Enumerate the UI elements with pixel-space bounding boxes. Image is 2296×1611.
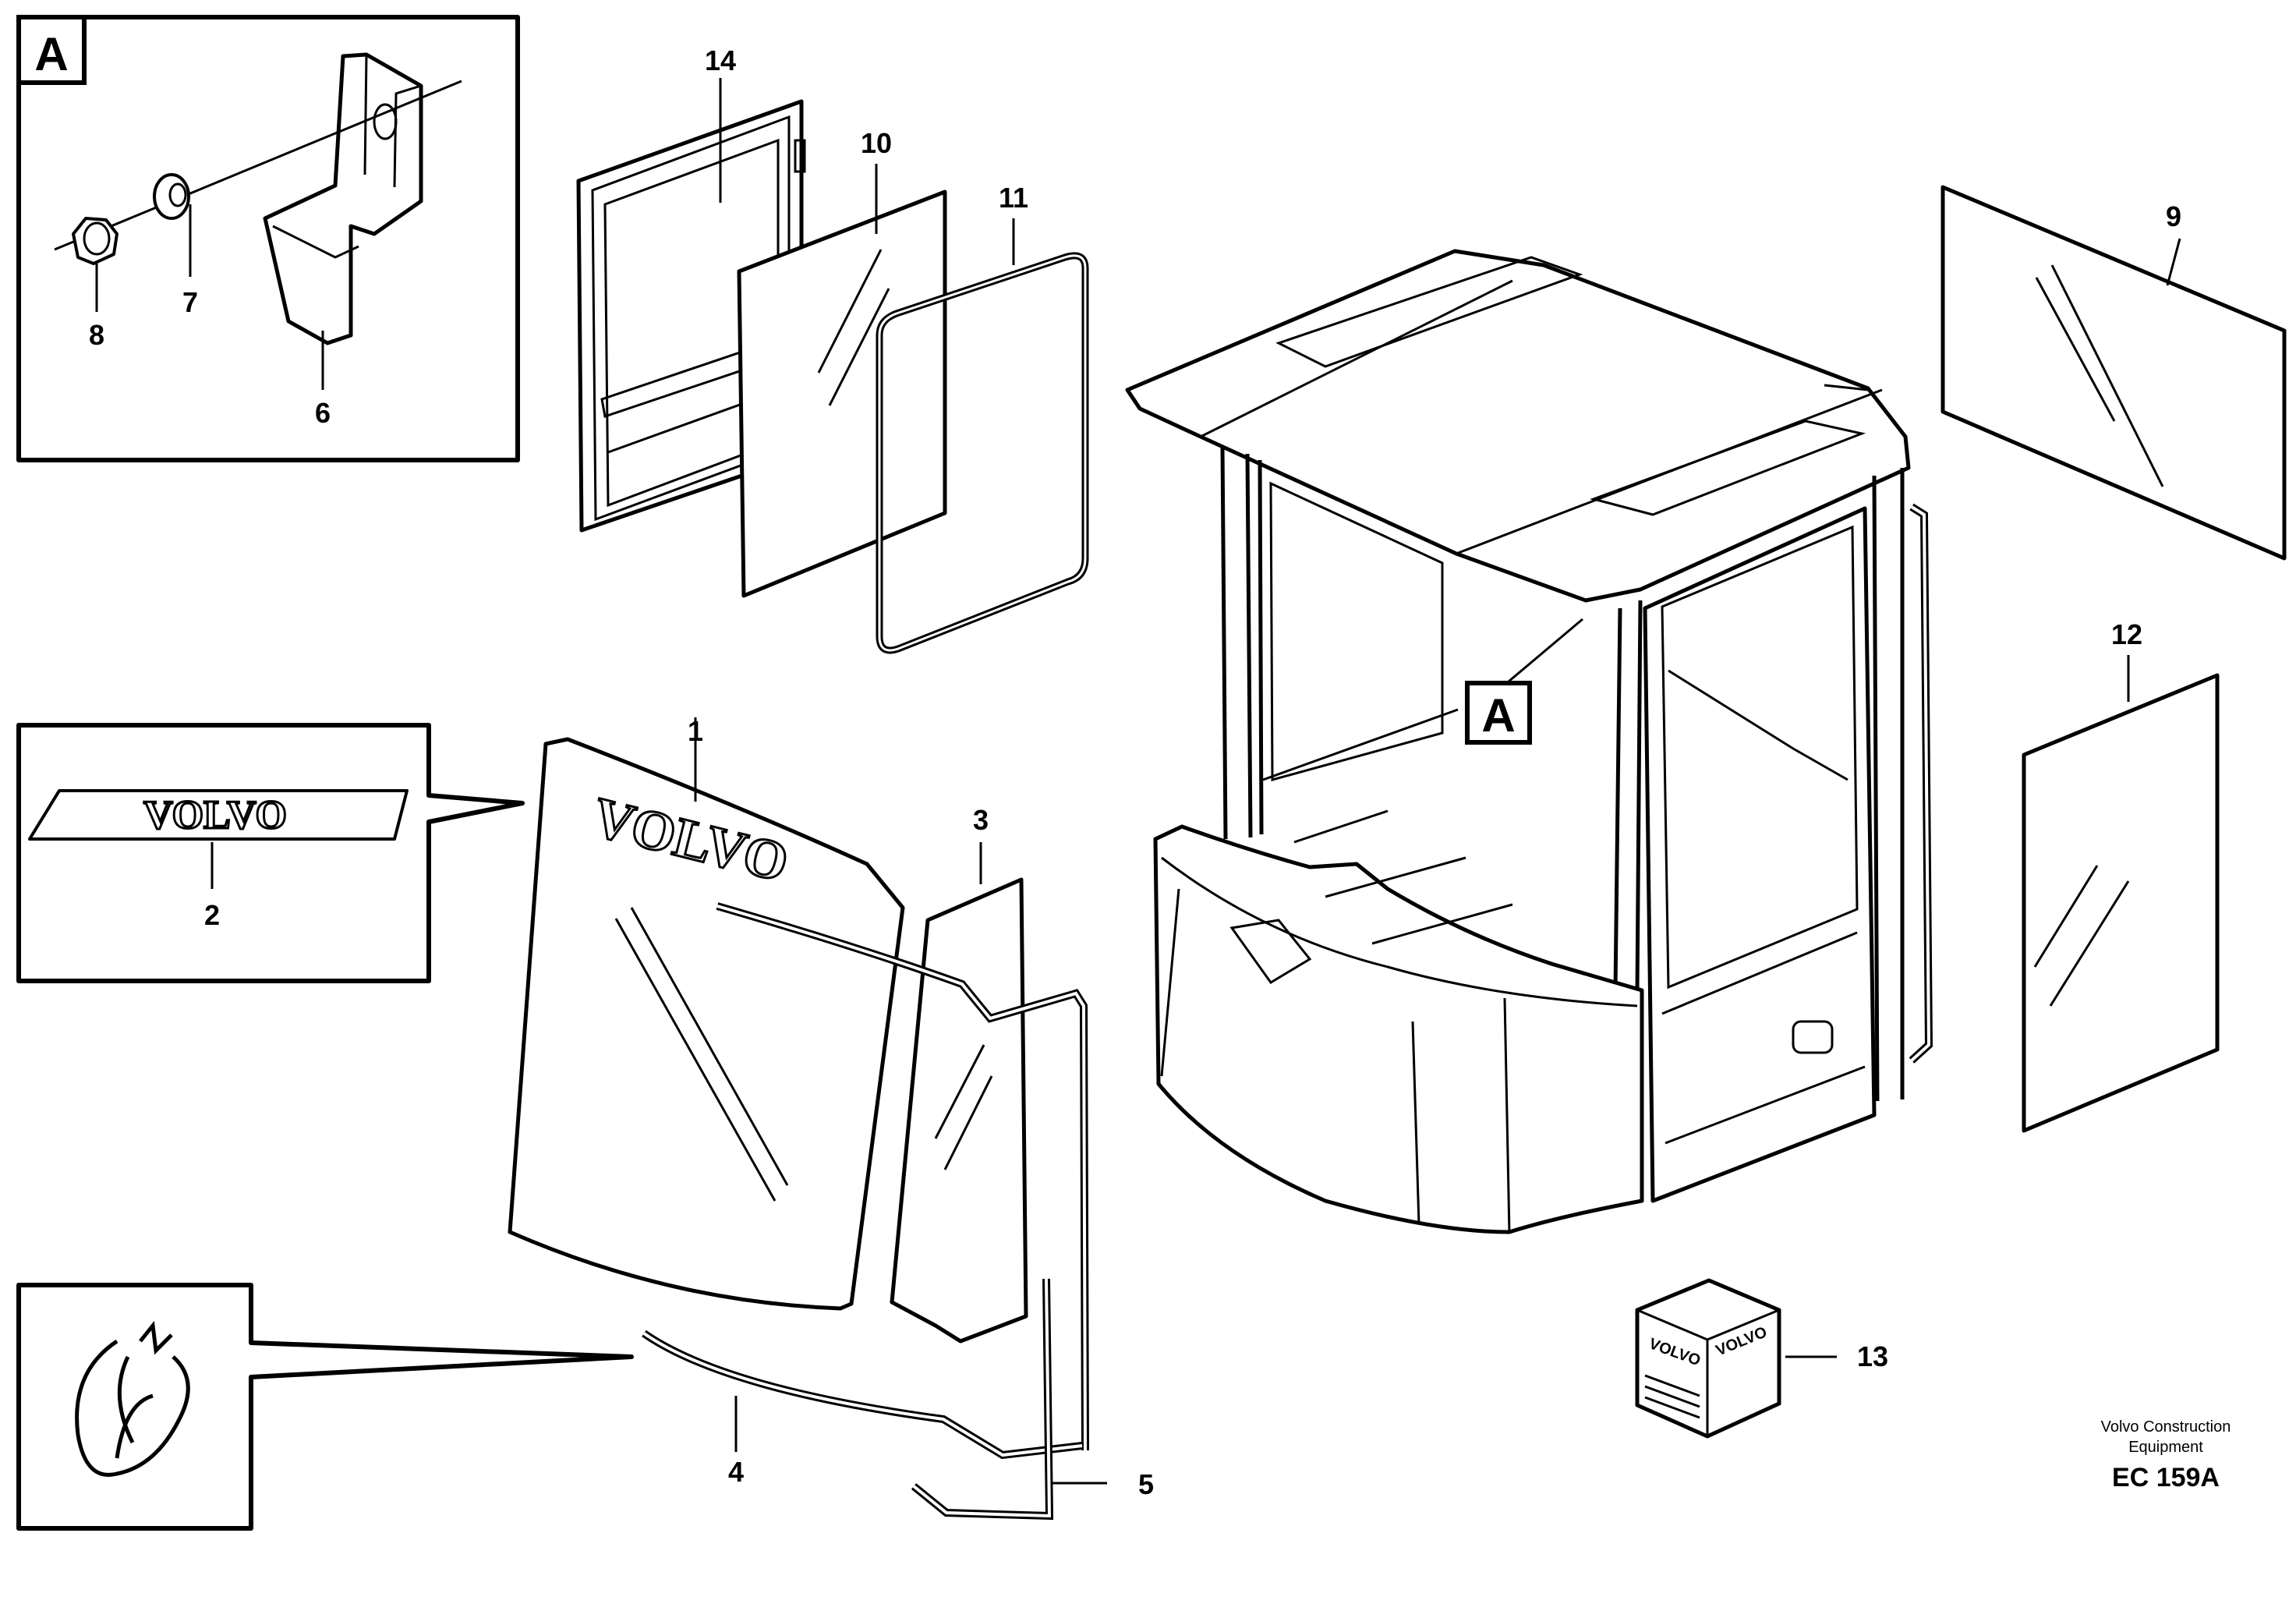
cab-icon: A — [1125, 249, 1933, 1234]
cab-detail-marker: A — [1481, 689, 1515, 742]
callout-9: 9 — [2166, 200, 2181, 232]
seal-strip-5: 5 — [911, 1278, 1154, 1521]
callout-12: 12 — [2111, 618, 2142, 650]
bracket-icon — [263, 52, 423, 345]
callout-5: 5 — [1138, 1468, 1154, 1500]
decal-logo-text: VOLVO — [143, 793, 287, 837]
windshield-1: VOLVO 1 — [508, 715, 905, 1311]
seal-11: 11 — [876, 182, 1089, 654]
callout-10: 10 — [861, 127, 892, 159]
warning-sticker-panel — [16, 1283, 634, 1531]
glass-9: 9 — [1940, 185, 2287, 561]
washer-icon — [153, 173, 190, 220]
seal-4: 4 — [642, 1330, 1083, 1488]
glue-box-icon: VOLVO VOLVO 13 — [1635, 1278, 1888, 1439]
detail-a-panel: A 7 8 6 — [16, 15, 520, 462]
warning-sticker-icon — [75, 1320, 190, 1477]
detail-a-letter: A — [34, 28, 68, 80]
callout-14: 14 — [705, 44, 736, 76]
callout-11: 11 — [999, 182, 1028, 214]
footer: Volvo Construction Equipment EC 159A — [2101, 1418, 2231, 1492]
callout-4: 4 — [728, 1456, 744, 1488]
callout-8: 8 — [89, 319, 104, 351]
diagram-code: EC 159A — [2112, 1463, 2220, 1492]
footer-line1: Volvo Construction — [2101, 1418, 2231, 1436]
callout-2: 2 — [204, 899, 220, 931]
side-glass-3: 3 — [890, 804, 1028, 1344]
volvo-decal-panel: VOLVO 2 — [16, 723, 525, 983]
nut-icon — [72, 217, 119, 265]
callout-7: 7 — [182, 286, 198, 318]
glass-12: 12 — [2022, 618, 2220, 1133]
callout-3: 3 — [973, 804, 989, 836]
glass-10: 10 — [737, 127, 947, 598]
volvo-decal-icon: VOLVO — [28, 789, 409, 841]
callout-1: 1 — [688, 715, 703, 747]
callout-6: 6 — [315, 397, 331, 429]
callout-13: 13 — [1857, 1340, 1888, 1372]
seal-strip-upper — [716, 902, 1089, 1451]
footer-line2: Equipment — [2128, 1439, 2203, 1456]
